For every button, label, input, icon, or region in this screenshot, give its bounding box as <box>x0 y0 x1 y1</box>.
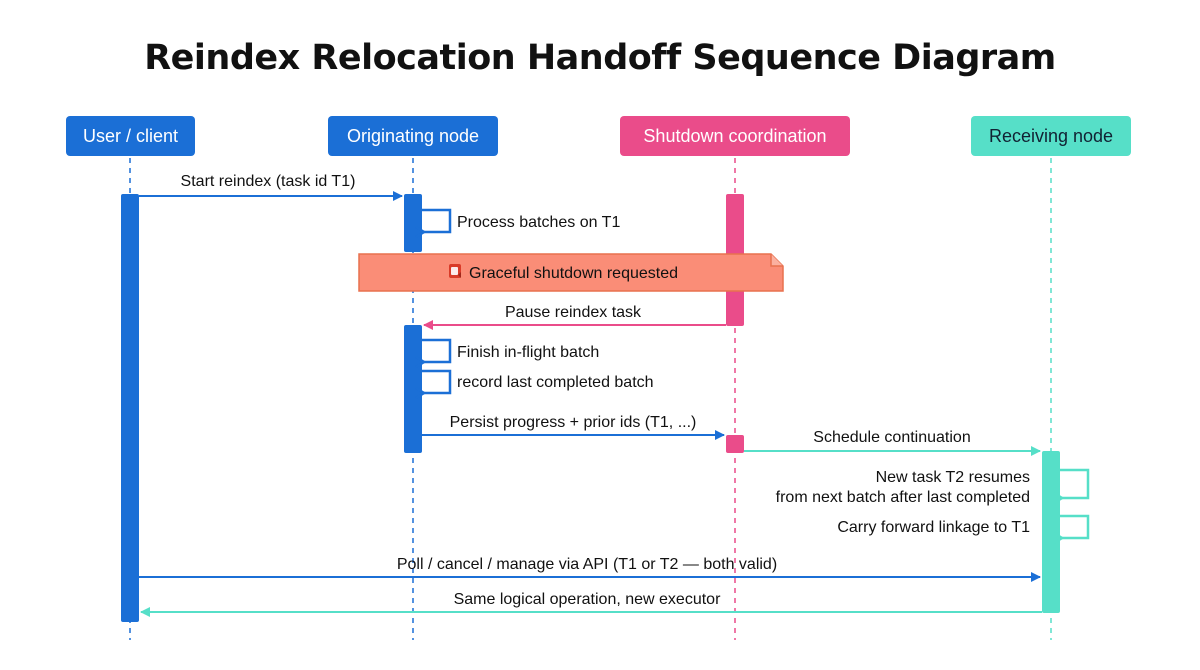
self-message-finish-batch-arrow <box>422 338 452 362</box>
note-graceful-shutdown: Graceful shutdown requested <box>358 253 784 292</box>
message-schedule-continuation-label: Schedule continuation <box>813 429 970 446</box>
self-message-record-batch-arrow <box>422 369 452 393</box>
self-message-t2-resumes-arrow <box>1060 468 1090 498</box>
self-message-record-batch-label: record last completed batch <box>457 374 654 391</box>
self-message-t2-resumes-label-line1: New task T2 resumes <box>876 469 1030 486</box>
activation-user <box>121 194 139 622</box>
participant-receiving-node: Receiving node <box>971 116 1131 156</box>
message-pause-task-label: Pause reindex task <box>505 304 642 321</box>
activation-shutdown-2 <box>726 435 744 453</box>
activation-originating-2 <box>404 325 422 453</box>
message-poll-cancel-label: Poll / cancel / manage via API (T1 or T2… <box>397 556 777 573</box>
activation-originating-1 <box>404 194 422 252</box>
participant-shutdown-coordination: Shutdown coordination <box>620 116 850 156</box>
participant-user-client: User / client <box>66 116 195 156</box>
self-message-process-batches-arrow <box>422 208 452 232</box>
self-message-finish-batch-label: Finish in-flight batch <box>457 344 599 361</box>
self-message-process-batches-label: Process batches on T1 <box>457 214 620 231</box>
message-start-reindex-label: Start reindex (task id T1) <box>181 173 356 190</box>
self-message-carry-forward-arrow <box>1060 514 1090 538</box>
note-graceful-shutdown-text: Graceful shutdown requested <box>469 265 678 282</box>
diagram-title: Reindex Relocation Handoff Sequence Diag… <box>144 38 1056 78</box>
self-message-t2-resumes-label-line2: from next batch after last completed <box>776 489 1030 506</box>
self-message-carry-forward-label: Carry forward linkage to T1 <box>837 519 1030 536</box>
participant-originating-node: Originating node <box>328 116 498 156</box>
message-persist-progress-label: Persist progress + prior ids (T1, ...) <box>450 414 697 431</box>
activation-receiving <box>1042 451 1060 613</box>
document-icon <box>449 264 461 278</box>
message-same-operation-label: Same logical operation, new executor <box>454 591 721 608</box>
